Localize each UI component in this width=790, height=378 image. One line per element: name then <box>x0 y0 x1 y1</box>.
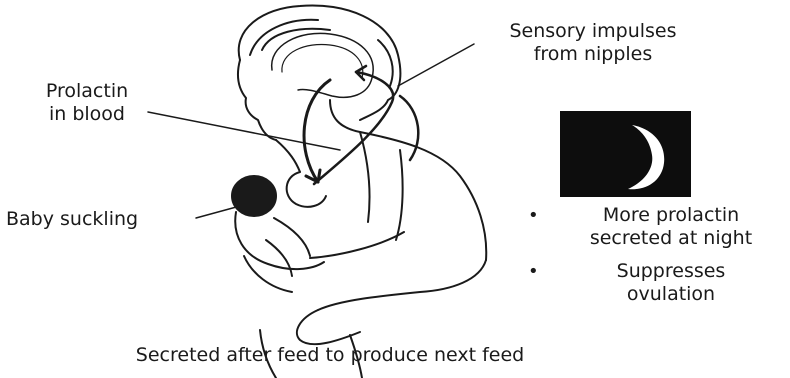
list-item: • Suppresses ovulation <box>528 260 790 306</box>
bullet-icon: • <box>528 204 552 250</box>
list-item: • More prolactin secreted at night <box>528 204 790 250</box>
mother-arm <box>318 260 486 310</box>
mother-head <box>239 5 401 120</box>
caption: Secreted after feed to produce next feed <box>60 344 600 366</box>
sensory-impulses-label: Sensory impulses from nipples <box>478 20 708 66</box>
crescent-moon-icon <box>560 111 691 197</box>
baby-suckling-label: Baby suckling <box>6 208 216 231</box>
bullet-icon: • <box>528 260 552 306</box>
baby-head <box>232 176 276 216</box>
leader-prolactin <box>148 112 340 150</box>
baby-body <box>235 212 324 269</box>
prolactin-arrow <box>304 80 330 182</box>
night-effects-list: • More prolactin secreted at night • Sup… <box>528 204 790 316</box>
mother-face <box>238 60 276 140</box>
sensory-impulse-arrow <box>314 72 393 184</box>
prolactin-label: Prolactin in blood <box>12 80 162 126</box>
night-panel <box>560 111 691 197</box>
leader-sensory <box>398 44 474 86</box>
